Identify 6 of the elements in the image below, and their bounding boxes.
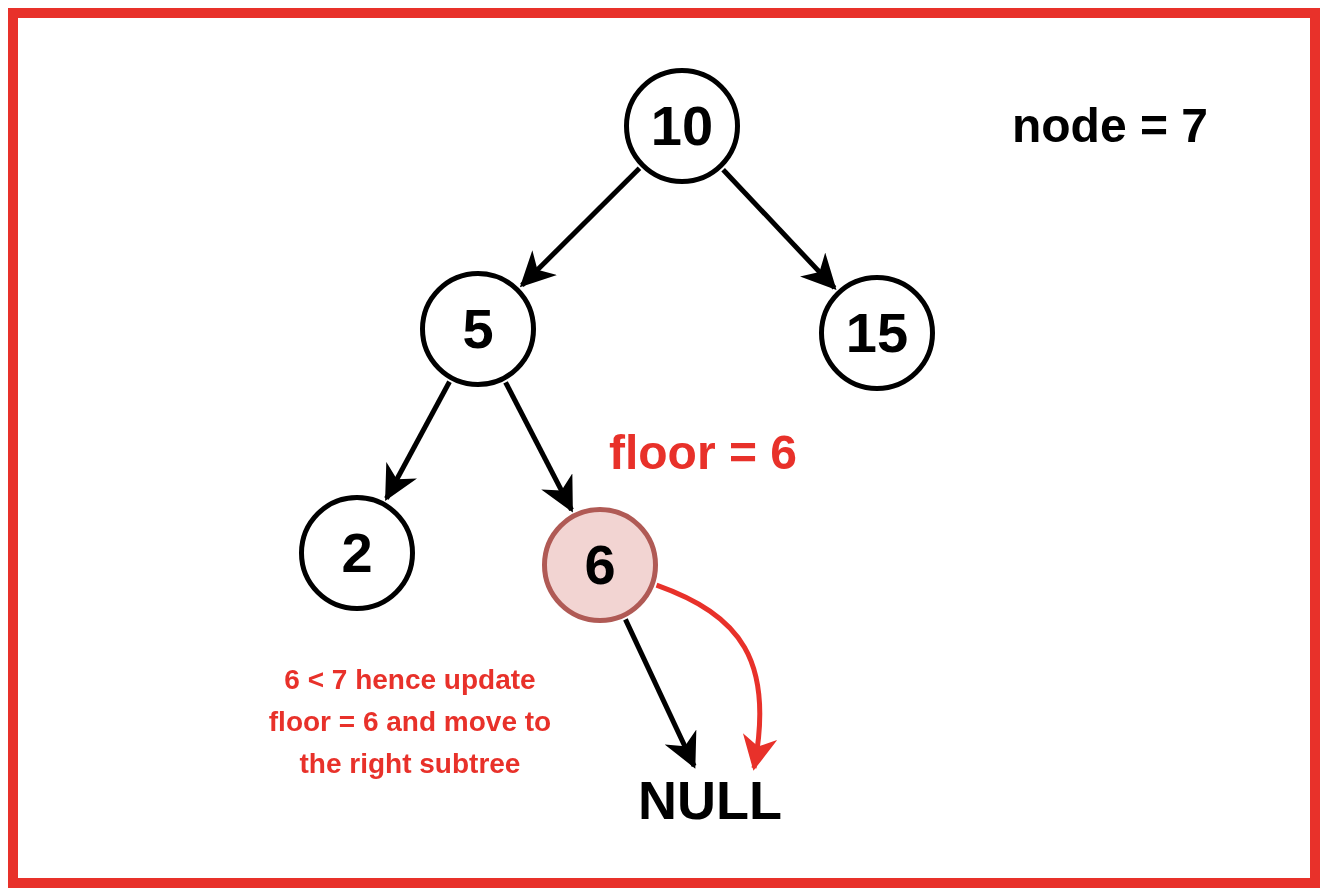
- arrow: [721, 167, 837, 290]
- null-label: NULL: [630, 770, 790, 830]
- arrow: [519, 166, 642, 288]
- annotation-text: 6 < 7 hence update floor = 6 and move to the right subtree: [267, 663, 553, 781]
- annotation-text: floor = 6: [607, 425, 798, 481]
- annotation-text: node = 7: [1010, 98, 1210, 154]
